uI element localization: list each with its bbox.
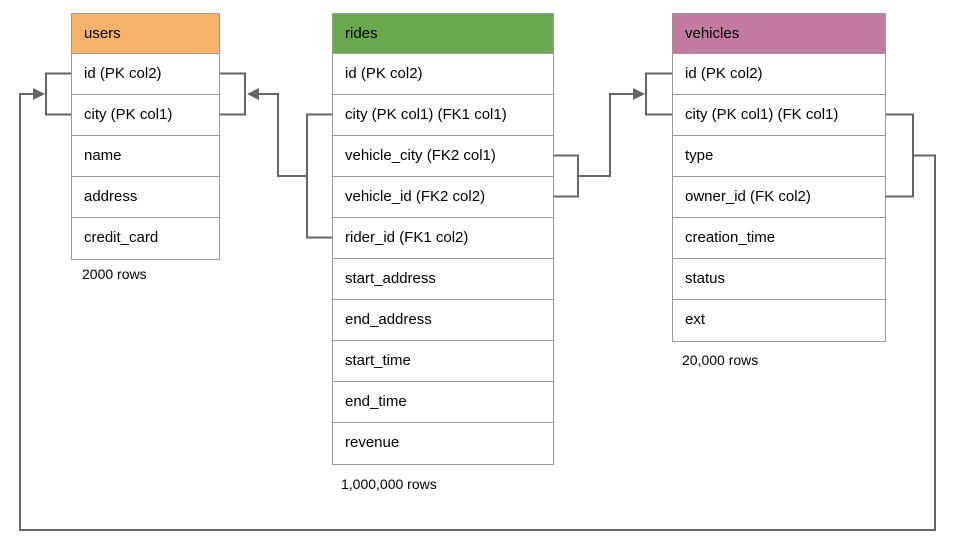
table-vehicles: vehicles id (PK col2) city (PK col1) (FK… bbox=[672, 13, 886, 342]
vehicles-left-bracket bbox=[645, 72, 672, 116]
connector-vehicles-to-users bbox=[19, 72, 936, 531]
column-row: name bbox=[72, 136, 219, 177]
column-row: city (PK col1) (FK col1) bbox=[673, 95, 885, 136]
vehicles-right-bracket bbox=[886, 113, 914, 198]
users-left-bracket bbox=[45, 72, 71, 116]
column-row: creation_time bbox=[673, 218, 885, 259]
arrowhead-left bbox=[247, 88, 259, 100]
column-row: start_time bbox=[333, 341, 553, 382]
connector-path bbox=[578, 93, 633, 177]
column-row: address bbox=[72, 177, 219, 218]
connector-path bbox=[19, 93, 936, 531]
row-count-users: 2000 rows bbox=[82, 266, 147, 282]
column-row: revenue bbox=[333, 423, 553, 464]
column-row: start_address bbox=[333, 259, 553, 300]
column-row: city (PK col1) (FK1 col1) bbox=[333, 95, 553, 136]
column-row: end_time bbox=[333, 382, 553, 423]
connector-path bbox=[257, 93, 307, 177]
column-row: vehicle_id (FK2 col2) bbox=[333, 177, 553, 218]
table-header-rides: rides bbox=[333, 14, 553, 54]
row-count-rides: 1,000,000 rows bbox=[341, 476, 437, 492]
column-row: credit_card bbox=[72, 218, 219, 259]
column-row: vehicle_city (FK2 col1) bbox=[333, 136, 553, 177]
column-row: rider_id (FK1 col2) bbox=[333, 218, 553, 259]
connector-rides-to-users bbox=[220, 72, 332, 239]
row-count-vehicles: 20,000 rows bbox=[682, 352, 759, 368]
rides-right-bracket bbox=[554, 154, 579, 198]
column-row: id (PK col2) bbox=[72, 54, 219, 95]
column-row: ext bbox=[673, 300, 885, 341]
rides-left-bracket bbox=[306, 113, 332, 239]
column-row: type bbox=[673, 136, 885, 177]
users-right-bracket bbox=[220, 72, 246, 116]
column-row: city (PK col1) bbox=[72, 95, 219, 136]
column-row: status bbox=[673, 259, 885, 300]
connector-rides-to-vehicles bbox=[554, 72, 672, 198]
arrowhead-right bbox=[33, 88, 45, 100]
table-header-users: users bbox=[72, 14, 219, 54]
table-users: users id (PK col2) city (PK col1) name a… bbox=[71, 13, 220, 260]
column-row: id (PK col2) bbox=[673, 54, 885, 95]
table-rides: rides id (PK col2) city (PK col1) (FK1 c… bbox=[332, 13, 554, 465]
column-row: owner_id (FK col2) bbox=[673, 177, 885, 218]
table-header-vehicles: vehicles bbox=[673, 14, 885, 54]
column-row: id (PK col2) bbox=[333, 54, 553, 95]
column-row: end_address bbox=[333, 300, 553, 341]
arrowhead-right bbox=[633, 88, 645, 100]
